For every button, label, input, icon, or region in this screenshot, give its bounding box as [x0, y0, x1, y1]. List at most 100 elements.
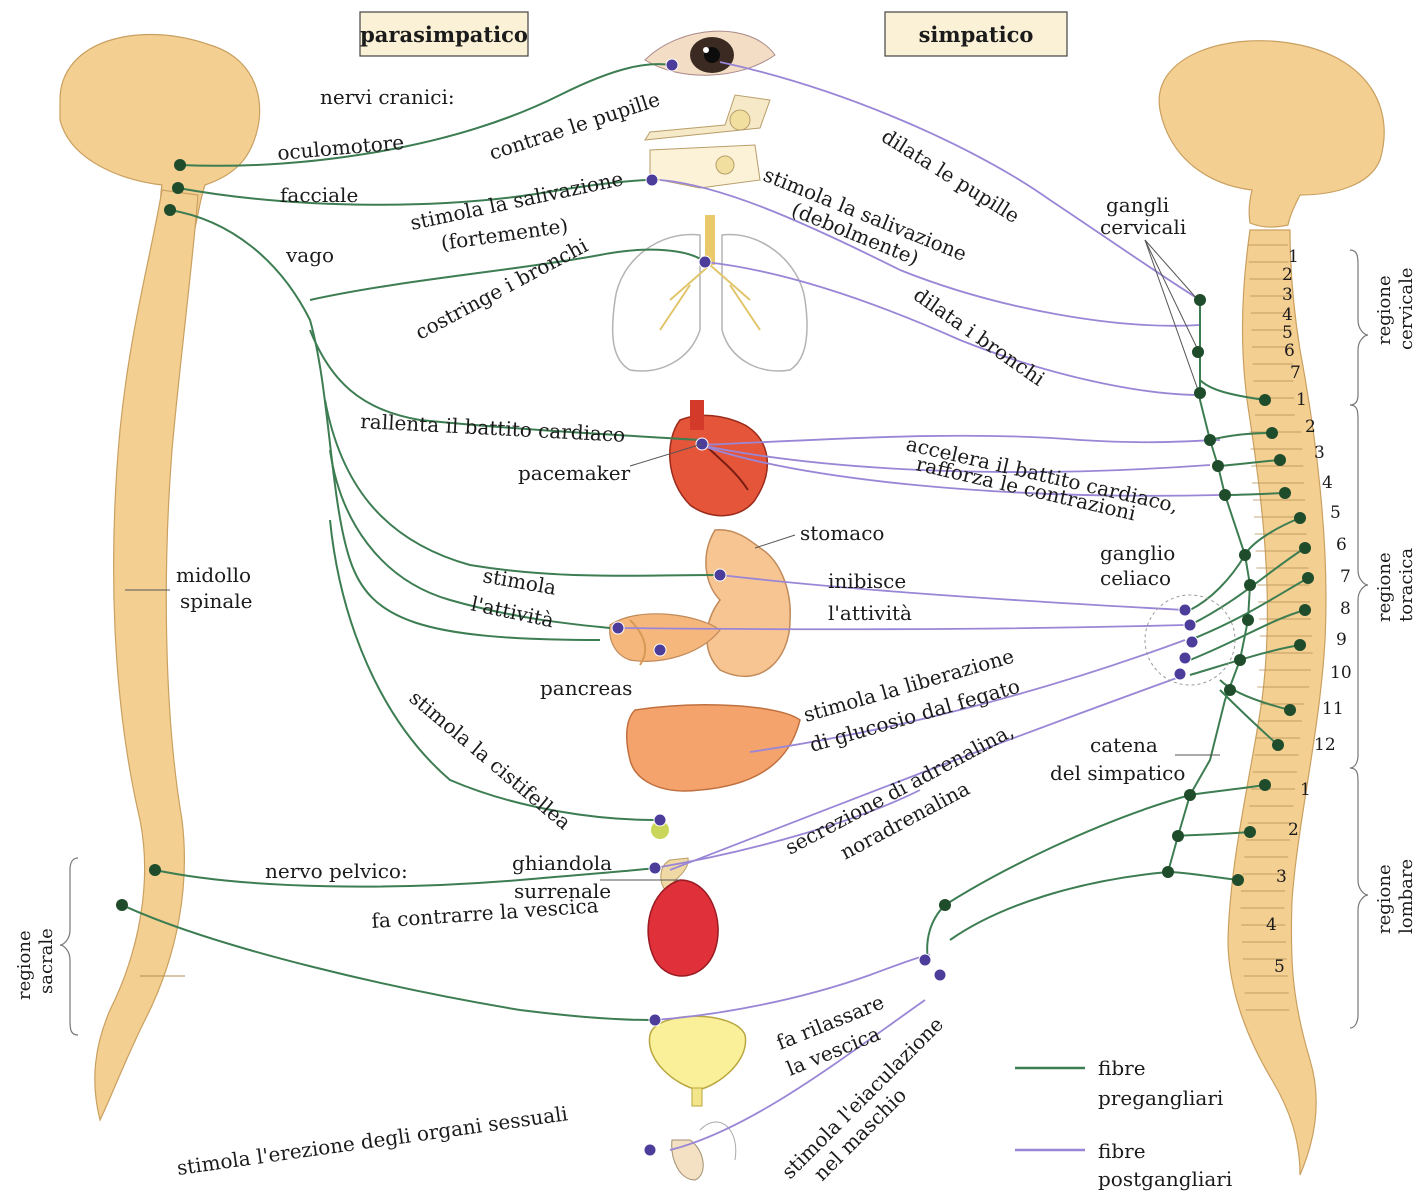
postganglionic-neuron-dot [644, 1144, 656, 1156]
label-gallbladder: stimola la cistifellea [405, 685, 576, 834]
vertebra-number-thoracic-9: 9 [1336, 630, 1347, 650]
vertebra-number-thoracic-4: 4 [1322, 473, 1333, 493]
preganglionic-neuron-dot [1234, 654, 1246, 666]
label-stomach-sym-1: inibisce [828, 569, 906, 593]
liver-icon [627, 705, 800, 839]
label-pointers [125, 444, 1220, 880]
postganglionic-neuron-dot [612, 622, 624, 634]
label-erection: stimola l'erezione degli organi sessuali [175, 1101, 569, 1180]
vertebra-number-lumbar-2: 2 [1288, 820, 1299, 840]
preganglionic-neuron-dot [1192, 346, 1204, 358]
label-cervical-ganglia-1: gangli [1106, 193, 1169, 217]
postganglionic-neuron-dot [934, 969, 946, 981]
vertebra-number-thoracic-2: 2 [1305, 417, 1316, 437]
label-sacral-2: sacrale [36, 928, 57, 994]
postganglionic-neuron-dot [1186, 636, 1198, 648]
label-celiac-2: celiaco [1100, 566, 1171, 590]
legend: fibre pregangliari fibre postgangliari [1015, 1056, 1232, 1191]
preganglionic-neuron-dot [172, 182, 184, 194]
label-spinal-cord-1: midollo [176, 563, 251, 587]
lungs-icon [613, 215, 807, 371]
vertebra-number-lumbar-5: 5 [1274, 957, 1285, 977]
salivary-jaw-icon [645, 95, 770, 188]
preganglionic-neuron-dot [1279, 487, 1291, 499]
legend-post-1: fibre [1098, 1139, 1146, 1163]
preganglionic-neuron-dot [1232, 874, 1244, 886]
header-sympathetic: simpatico [885, 12, 1067, 56]
legend-pre-2: pregangliari [1098, 1086, 1223, 1110]
genital-icon [672, 1122, 736, 1180]
preganglionic-neuron-dot [939, 899, 951, 911]
preganglionic-neuron-dot [1299, 604, 1311, 616]
preganglionic-neuron-dot [1194, 387, 1206, 399]
label-stomach-para-1: stimola [481, 563, 558, 600]
vertebra-number-thoracic-7: 7 [1340, 567, 1351, 587]
label-adrenal-1: ghiandola [512, 851, 612, 875]
sympathetic-labels: dilata le pupille stimola la salivazione… [512, 124, 1186, 1186]
preganglionic-neuron-dot [1259, 394, 1271, 406]
postganglionic-neuron-dot [919, 954, 931, 966]
label-pancreas: pancreas [540, 676, 632, 700]
preganglionic-neuron-dot [1294, 512, 1306, 524]
preganglionic-neuron-dot [1239, 549, 1251, 561]
postganglionic-neuron-dot [666, 59, 678, 71]
preganglionic-neuron-dot [1302, 572, 1314, 584]
vertebra-number-lumbar-4: 4 [1266, 915, 1277, 935]
preganglionic-neuron-dot [1224, 684, 1236, 696]
label-bronchi-para: costringe i bronchi [411, 233, 592, 344]
postganglionic-neuron-dot [1179, 604, 1191, 616]
heart-icon [670, 400, 768, 516]
label-pelvic: nervo pelvico: [265, 859, 408, 883]
bladder-icon [649, 1016, 745, 1106]
label-celiac-1: ganglio [1100, 541, 1175, 565]
vertebra-number-cervical-4: 4 [1282, 305, 1293, 325]
legend-post-2: postgangliari [1098, 1167, 1232, 1191]
cervical-ganglia-pointers [1145, 240, 1198, 390]
label-pupils-para: contrae le pupille [486, 87, 663, 165]
postganglionic-neuron-dot [699, 256, 711, 268]
vertebra-number-lumbar-1: 1 [1300, 780, 1311, 800]
vertebra-number-cervical-6: 6 [1284, 341, 1295, 361]
vertebra-number-thoracic-10: 10 [1330, 663, 1352, 683]
preganglionic-neuron-dot [1184, 789, 1196, 801]
pancreas-icon [610, 614, 720, 665]
label-lumbar-region-2: lombare [1396, 859, 1417, 934]
postganglionic-neuron-dot [714, 569, 726, 581]
preganglionic-neuron-dot [1284, 704, 1296, 716]
preganglionic-neuron-dot [1162, 866, 1174, 878]
label-cervical-ganglia-2: cervicali [1100, 215, 1186, 239]
postganglionic-neuron-dot [1174, 668, 1186, 680]
label-oculomotor: oculomotore [276, 130, 405, 165]
postganglionic-neuron-dot [1179, 652, 1191, 664]
preganglionic-neuron-dot [1219, 489, 1231, 501]
postganglionic-neuron-dot [649, 1014, 661, 1026]
postganglionic-neuron-dot [654, 644, 666, 656]
vertebra-number-cervical-5: 5 [1282, 323, 1293, 343]
vertebra-number-cervical-2: 2 [1282, 265, 1293, 285]
label-stomach-organ: stomaco [800, 521, 884, 545]
label-spinal-cord-2: spinale [180, 589, 253, 613]
preganglionic-neuron-dot [1244, 826, 1256, 838]
label-stomach-sym-2: l'attività [828, 601, 912, 625]
label-sacral-1: regione [14, 930, 35, 1000]
label-thoracic-region-1: regione [1374, 552, 1395, 622]
vertebra-number-thoracic-5: 5 [1330, 503, 1341, 523]
label-chain-2: del simpatico [1050, 761, 1185, 785]
stomach-icon [706, 530, 790, 677]
postganglionic-neuron-dot [646, 174, 658, 186]
preganglionic-neuron-dot [1212, 460, 1224, 472]
postganglionic-neuron-dot [649, 862, 661, 874]
vertebra-number-thoracic-11: 11 [1322, 699, 1344, 719]
header-sympathetic-label: simpatico [919, 22, 1034, 47]
preganglionic-neuron-dot [1294, 639, 1306, 651]
vertebra-number-thoracic-1: 1 [1296, 390, 1307, 410]
label-cranial-nerves: nervi cranici: [320, 85, 455, 109]
preganglionic-neuron-dot [174, 159, 186, 171]
label-pacemaker: pacemaker [518, 461, 631, 485]
adrenal-kidney-icon [648, 858, 718, 976]
region-labels: regione cervicale regione toracica regio… [1374, 268, 1417, 935]
preganglionic-neuron-dot [1204, 434, 1216, 446]
label-vagus: vago [285, 243, 334, 267]
vertebra-number-thoracic-8: 8 [1340, 599, 1351, 619]
